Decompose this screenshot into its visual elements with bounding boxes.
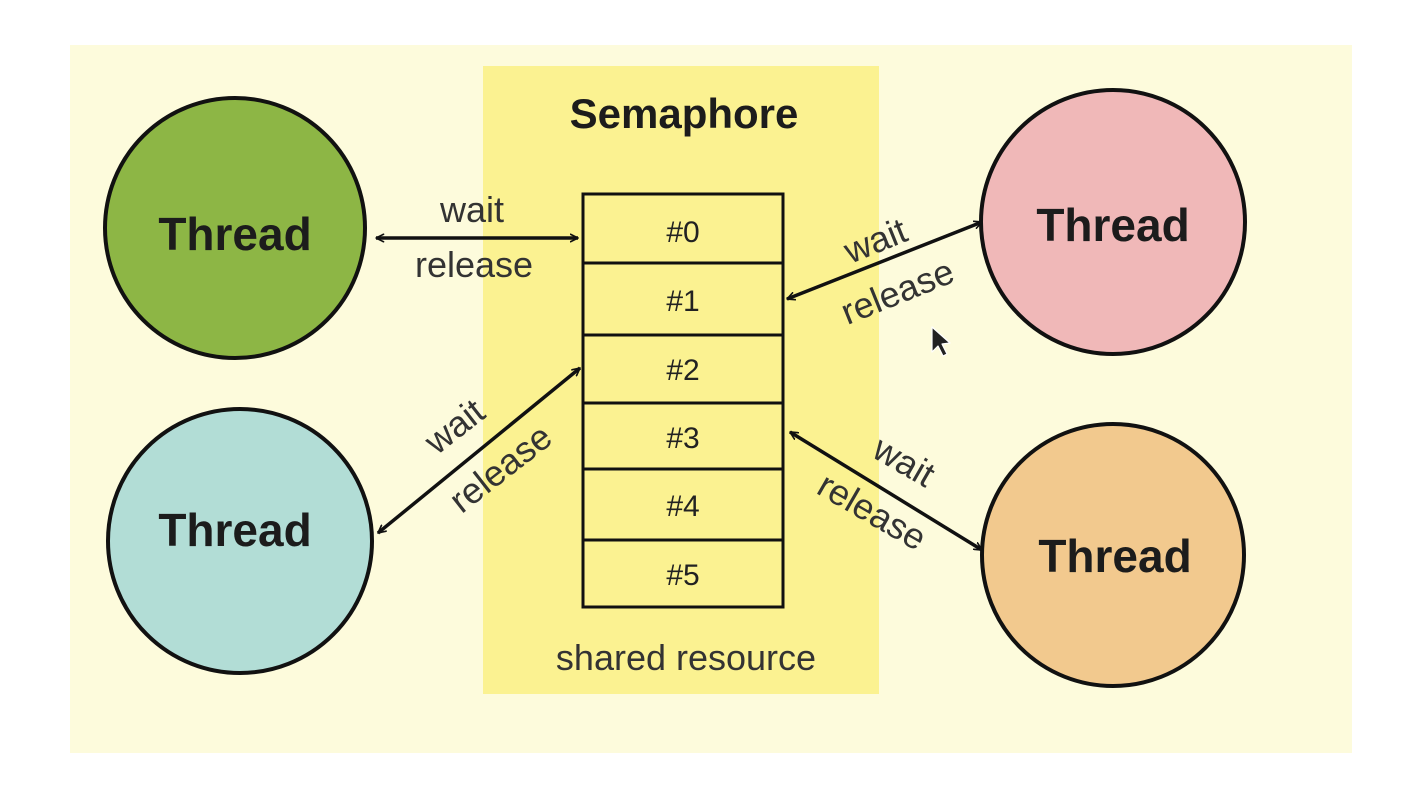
slot-label: #3	[666, 422, 699, 455]
slot-5: #5	[581, 538, 785, 609]
thread-bottom-left: Thread	[106, 407, 374, 675]
thread-top-right: Thread	[979, 88, 1247, 356]
slot-box	[581, 333, 785, 405]
release-label: release	[415, 244, 533, 285]
slot-box	[581, 538, 785, 609]
double-arrow	[787, 220, 982, 301]
slot-box	[581, 261, 785, 337]
shared-resource-caption: shared resource	[556, 637, 816, 678]
mouse-pointer-icon	[931, 326, 951, 357]
thread-top-left: Thread	[103, 96, 367, 360]
slot-4: #4	[581, 467, 785, 542]
thread-label: Thread	[1036, 199, 1189, 251]
slot-1: #1	[581, 261, 785, 337]
double-arrow	[376, 366, 582, 535]
slot-label: #2	[666, 354, 699, 387]
slot-2: #2	[581, 333, 785, 405]
wait-label: wait	[439, 189, 504, 230]
thread-circle	[103, 96, 367, 360]
link-top-left: wait release	[376, 189, 578, 285]
thread-label: Thread	[158, 208, 311, 260]
slot-label: #0	[666, 216, 699, 249]
thread-label: Thread	[158, 504, 311, 556]
slot-box	[581, 467, 785, 542]
thread-label: Thread	[1038, 530, 1191, 582]
thread-bottom-right: Thread	[980, 422, 1246, 688]
slot-stack: #0 #1 #2 #3 #4 #5	[581, 192, 785, 609]
semaphore-title: Semaphore	[570, 90, 799, 137]
thread-circle	[980, 422, 1246, 688]
slot-label: #1	[666, 285, 699, 318]
thread-circle	[106, 407, 374, 675]
slot-0: #0	[581, 192, 785, 265]
slot-label: #5	[666, 559, 699, 592]
slot-label: #4	[666, 490, 699, 523]
double-arrow	[789, 430, 983, 552]
slot-3: #3	[581, 401, 785, 471]
